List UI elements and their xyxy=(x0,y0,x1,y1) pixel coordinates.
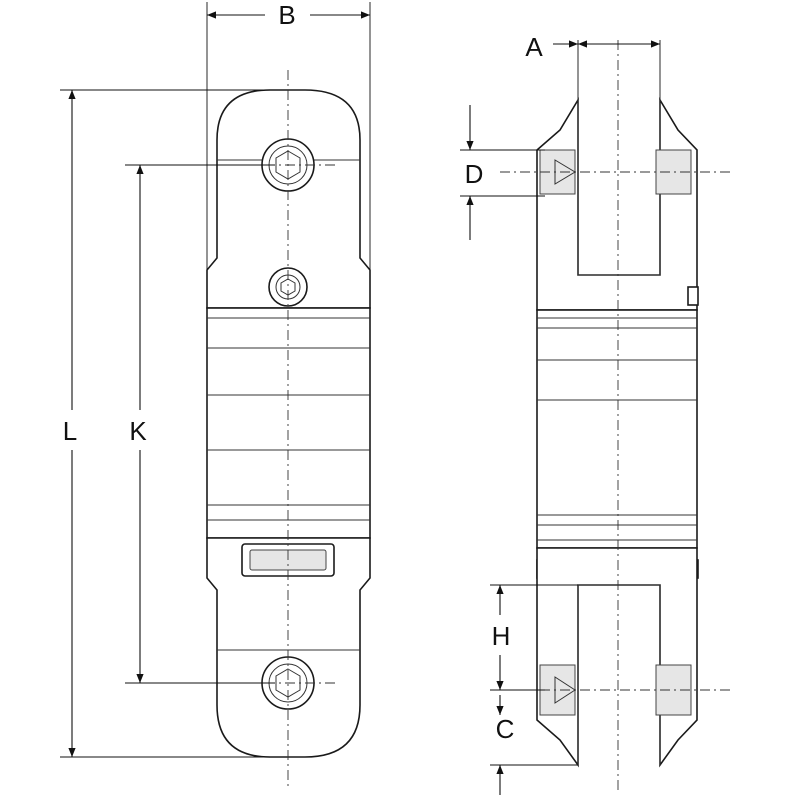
front-bottom-eye xyxy=(206,537,371,758)
side-view xyxy=(500,40,730,790)
dimension-label-d: D xyxy=(465,159,484,189)
dimension-label-k: K xyxy=(129,416,147,446)
side-bottom-fork xyxy=(536,547,698,768)
dimension-lines xyxy=(60,2,661,795)
front-view xyxy=(206,70,371,790)
dimension-label-c: C xyxy=(496,714,515,744)
dimension-label-b: B xyxy=(278,0,295,30)
front-swivel-barrel xyxy=(206,307,371,539)
dimension-label-h: H xyxy=(492,621,511,651)
side-swivel-barrel xyxy=(536,309,698,549)
side-top-fork xyxy=(536,97,698,311)
dimension-label-a: A xyxy=(525,32,543,62)
front-top-eye xyxy=(206,89,371,309)
dimension-label-l: L xyxy=(63,416,77,446)
